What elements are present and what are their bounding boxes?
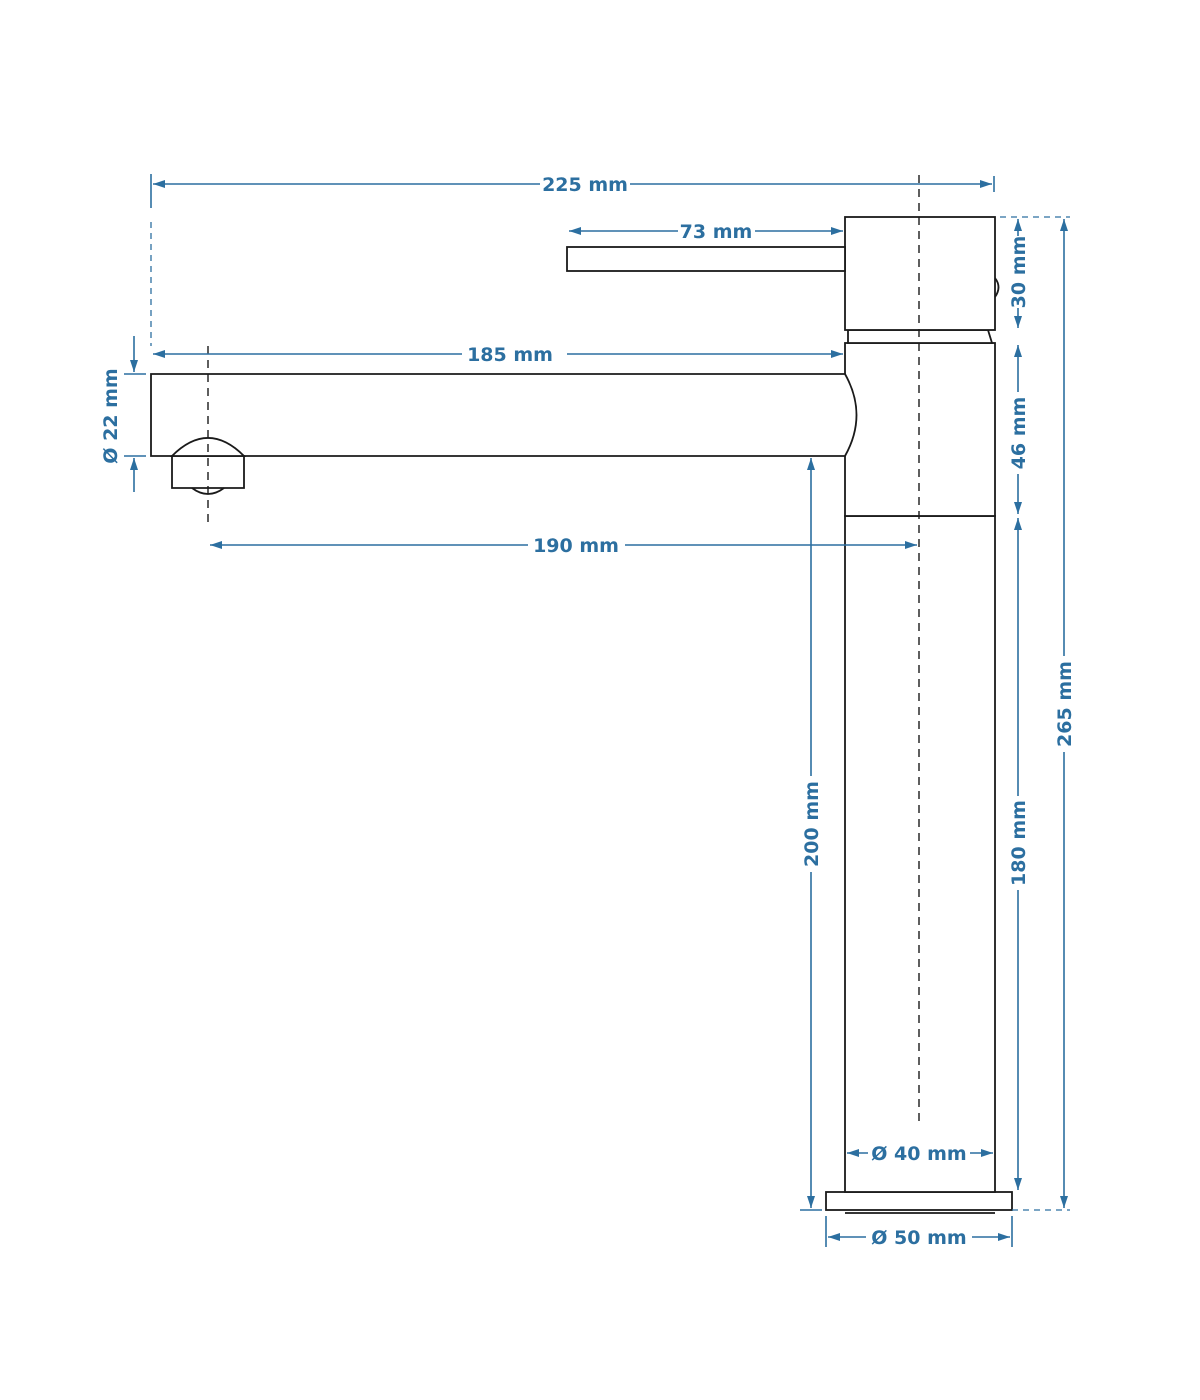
handle-cartridge	[844, 216, 996, 331]
label-body-diameter: Ø 40 mm	[871, 1143, 966, 1165]
body-upper	[844, 342, 996, 517]
lever	[566, 246, 846, 272]
dimension-lines	[130, 174, 1068, 1241]
faucet-outline	[150, 175, 1013, 1214]
label-spout-center-distance: 190 mm	[533, 535, 619, 557]
dimension-labels: 225 mm 73 mm 185 mm Ø 22 mm 190 mm 30 mm…	[100, 174, 1076, 1249]
label-handle-height: 30 mm	[1008, 236, 1030, 309]
extension-lines	[124, 216, 1070, 1247]
label-overall-width: 225 mm	[542, 174, 628, 196]
label-spout-diameter: Ø 22 mm	[100, 368, 122, 463]
label-base-diameter: Ø 50 mm	[871, 1227, 966, 1249]
handle-indicator	[994, 277, 1000, 298]
label-lever-length: 73 mm	[680, 221, 753, 243]
label-upper-body-height: 46 mm	[1008, 397, 1030, 470]
label-spout-reach: 185 mm	[467, 344, 553, 366]
body-lower	[844, 515, 996, 1193]
label-total-height: 265 mm	[1054, 661, 1076, 747]
spout	[150, 373, 858, 457]
handle-ring	[847, 329, 994, 344]
base-plate	[825, 1191, 1013, 1211]
label-spout-clearance: 200 mm	[801, 781, 823, 867]
label-lower-body-height: 180 mm	[1008, 800, 1030, 886]
